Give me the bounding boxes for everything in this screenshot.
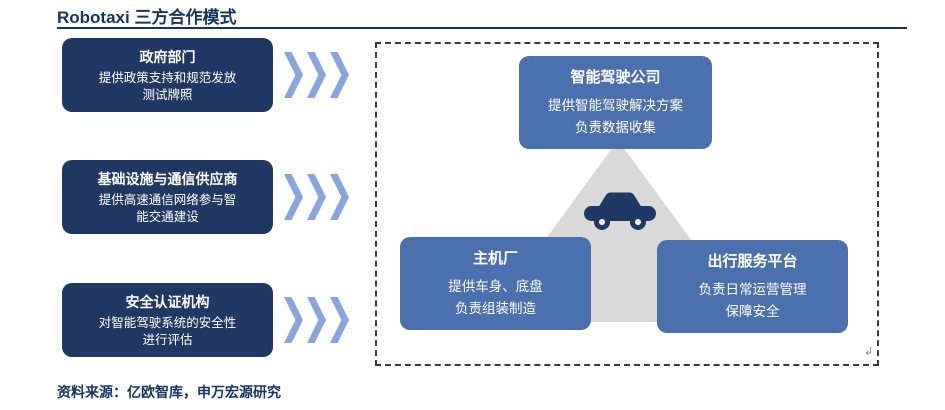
box-autonomous-driving-company-desc: 提供智能驾驶解决方案 负责数据收集: [548, 98, 683, 135]
chevron-right-icon: [307, 52, 326, 98]
cursor-artifact: ↲: [864, 346, 874, 358]
chevron-right-icon: [330, 52, 349, 98]
box-autonomous-driving-company: 智能驾驶公司 提供智能驾驶解决方案 负责数据收集: [519, 56, 712, 149]
box-mobility-platform-desc: 负责日常运营管理 保障安全: [698, 282, 807, 319]
car-icon: [583, 187, 657, 238]
source-note: 资料来源：亿欧智库，申万宏源研究: [57, 384, 281, 400]
chevron-right-icon: [307, 174, 326, 220]
chevron-right-icon: [330, 297, 349, 343]
title-divider: [57, 27, 907, 29]
box-oem-desc: 提供车身、底盘 负责组装制造: [448, 279, 543, 316]
chevron-group-1: [284, 52, 349, 98]
box-mobility-platform: 出行服务平台 负责日常运营管理 保障安全: [657, 240, 848, 333]
chevron-right-icon: [284, 174, 303, 220]
party-box-government-title: 政府部门: [139, 48, 196, 65]
cooperation-frame: [375, 42, 879, 366]
chevron-right-icon: [284, 297, 303, 343]
party-box-certification-desc: 对智能驾驶系统的安全性 进行评估: [98, 315, 237, 347]
party-box-government: 政府部门 提供政策支持和规范发放 测试牌照: [62, 38, 273, 112]
party-box-infrastructure-desc: 提供高速通信网络参与智 能交通建设: [98, 192, 237, 224]
box-autonomous-driving-company-title: 智能驾驶公司: [570, 69, 661, 87]
party-box-infrastructure-title: 基础设施与通信供应商: [97, 170, 238, 187]
chevron-group-3: [284, 297, 349, 343]
figure-title: Robotaxi 三方合作模式: [57, 8, 237, 27]
box-mobility-platform-title: 出行服务平台: [707, 253, 798, 271]
party-box-infrastructure: 基础设施与通信供应商 提供高速通信网络参与智 能交通建设: [62, 160, 273, 234]
chevron-right-icon: [284, 52, 303, 98]
party-box-certification: 安全认证机构 对智能驾驶系统的安全性 进行评估: [62, 283, 273, 357]
chevron-group-2: [284, 174, 349, 220]
chevron-right-icon: [330, 174, 349, 220]
box-oem-title: 主机厂: [472, 250, 518, 268]
party-box-government-desc: 提供政策支持和规范发放 测试牌照: [98, 70, 237, 102]
box-oem: 主机厂 提供车身、底盘 负责组装制造: [400, 237, 591, 330]
party-box-certification-title: 安全认证机构: [125, 293, 210, 310]
chevron-right-icon: [307, 297, 326, 343]
